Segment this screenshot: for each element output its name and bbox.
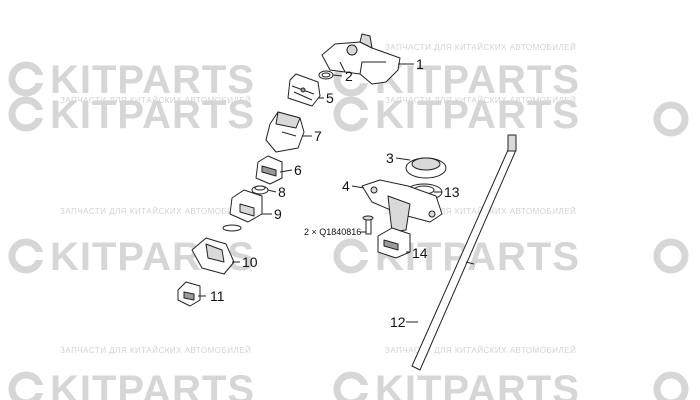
watermark-tagline: ЗАПЧАСТИ ДЛЯ КИТАЙСКИХ АВТОМОБИЛЕЙ [60,346,251,355]
part-2-ring [318,70,334,80]
watermark-tagline: ЗАПЧАСТИ ДЛЯ КИТАЙСКИХ АВТОМОБИЛЕЙ [60,96,251,105]
kitparts-logo-icon [8,61,46,97]
watermark-brand: KITPARTS [375,368,580,400]
callout-1: 1 [416,56,424,72]
callout-11: 11 [210,288,225,304]
watermark-9: KITPARTS ЗАПЧАСТИ ДЛЯ КИТАЙСКИХ АВТОМОБИ… [8,346,255,400]
kitparts-logo-icon [8,96,46,132]
watermark-brand: KITPARTS [375,93,580,137]
callout-2: 2 [345,68,353,84]
watermark-brand: KITPARTS [50,58,255,102]
kitparts-logo-icon [333,96,371,132]
watermark-11 [653,371,689,400]
part-7-housing [265,111,305,153]
part-small-ring [222,224,242,232]
part-14-block [377,227,411,259]
part-10-bracket [191,237,235,275]
kitparts-logo-icon [333,371,371,400]
callout-8: 8 [278,184,286,200]
part-8-spring [251,185,269,195]
callout-4: 4 [342,178,350,194]
watermark-2: KITPARTS ЗАПЧАСТИ ДЛЯ КИТАЙСКИХ АВТОМОБИ… [333,58,580,105]
callout-9: 9 [274,206,282,222]
leader-lines [198,63,442,323]
callout-3: 3 [386,150,394,166]
kitparts-logo-icon [8,371,46,400]
part-11-clip [177,281,201,307]
kitparts-logo-icon [653,238,689,274]
watermark-3: KITPARTS [8,93,255,137]
watermark-8 [653,238,689,274]
callout-14: 14 [412,245,428,261]
watermark-4: KITPARTS ЗАПЧАСТИ ДЛЯ КИТАЙСКИХ АВТОМОБИ… [333,43,580,137]
callout-12: 12 [390,314,406,330]
watermark-tagline: ЗАПЧАСТИ ДЛЯ КИТАЙСКИХ АВТОМОБИЛЕЙ [385,96,576,105]
part-3-cap [405,157,447,179]
watermark-10: KITPARTS ЗАПЧАСТИ ДЛЯ КИТАЙСКИХ АВТОМОБИ… [333,346,580,400]
watermark-tagline: ЗАПЧАСТИ ДЛЯ КИТАЙСКИХ АВТОМОБИЛЕЙ [385,43,576,52]
part-5-plate [287,73,321,107]
callout-6: 6 [294,162,302,178]
bolt [362,215,374,235]
kitparts-logo-icon [8,238,46,274]
part-4-base-plate [361,179,443,233]
watermark-brand: KITPARTS [50,93,255,137]
callout-5: 5 [326,90,334,106]
callout-7: 7 [314,128,322,144]
watermark-brand: KITPARTS [50,368,255,400]
part-9-selector-block [229,189,263,223]
watermark-1: KITPARTS ЗАПЧАСТИ ДЛЯ КИТАЙСКИХ АВТОМОБИ… [8,58,255,105]
watermark-brand: KITPARTS [375,58,580,102]
watermark-5 [653,101,689,137]
watermark-tagline: ЗАПЧАСТИ ДЛЯ КИТАЙСКИХ АВТОМОБИЛЕЙ [385,346,576,355]
watermark-tagline: ЗАПЧАСТИ ДЛЯ КИТАЙСКИХ АВТОМОБИЛЕЙ [60,207,251,216]
kitparts-logo-icon [653,101,689,137]
kitparts-logo-icon [653,371,689,400]
part-12-shaft [411,134,517,371]
part-6-block [255,155,283,185]
callout-10: 10 [242,254,258,270]
part-1-bracket [321,33,401,85]
kitparts-logo-icon [333,238,371,274]
bolt-quantity-note: 2 × Q1840816 [304,227,361,237]
callout-13: 13 [444,184,460,200]
